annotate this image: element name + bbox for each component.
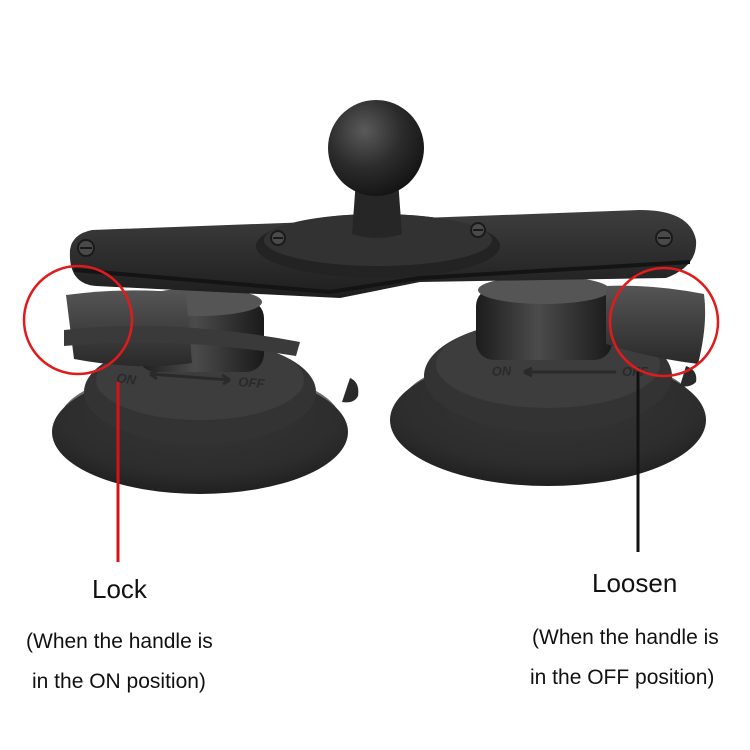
left-on-marking: ON <box>116 370 138 388</box>
left-suction-cup: ON OFF <box>52 288 359 494</box>
right-cup-cylinder <box>476 288 612 360</box>
right-lever-handle[interactable] <box>606 285 706 364</box>
right-suction-cup: ON OFF <box>390 276 706 486</box>
loosen-title: Loosen <box>592 568 678 598</box>
lock-note-line2: in the ON position) <box>32 670 206 693</box>
loosen-note-line2: in the OFF position) <box>530 666 715 689</box>
loosen-highlight-circle <box>608 266 720 378</box>
left-lever-arm <box>64 326 300 356</box>
lock-highlight-circle <box>22 264 134 376</box>
left-off-marking: OFF <box>238 374 266 391</box>
lock-title: Lock <box>92 574 147 604</box>
ball-mount <box>256 100 500 278</box>
loosen-note-line1: (When the handle is <box>532 626 719 649</box>
right-off-marking: OFF <box>622 364 649 379</box>
ball-head <box>328 100 424 196</box>
right-cup-tab <box>680 366 697 387</box>
lock-note-line1: (When the handle is <box>26 630 213 653</box>
left-cup-tab <box>342 378 359 403</box>
right-on-marking: ON <box>491 363 512 379</box>
